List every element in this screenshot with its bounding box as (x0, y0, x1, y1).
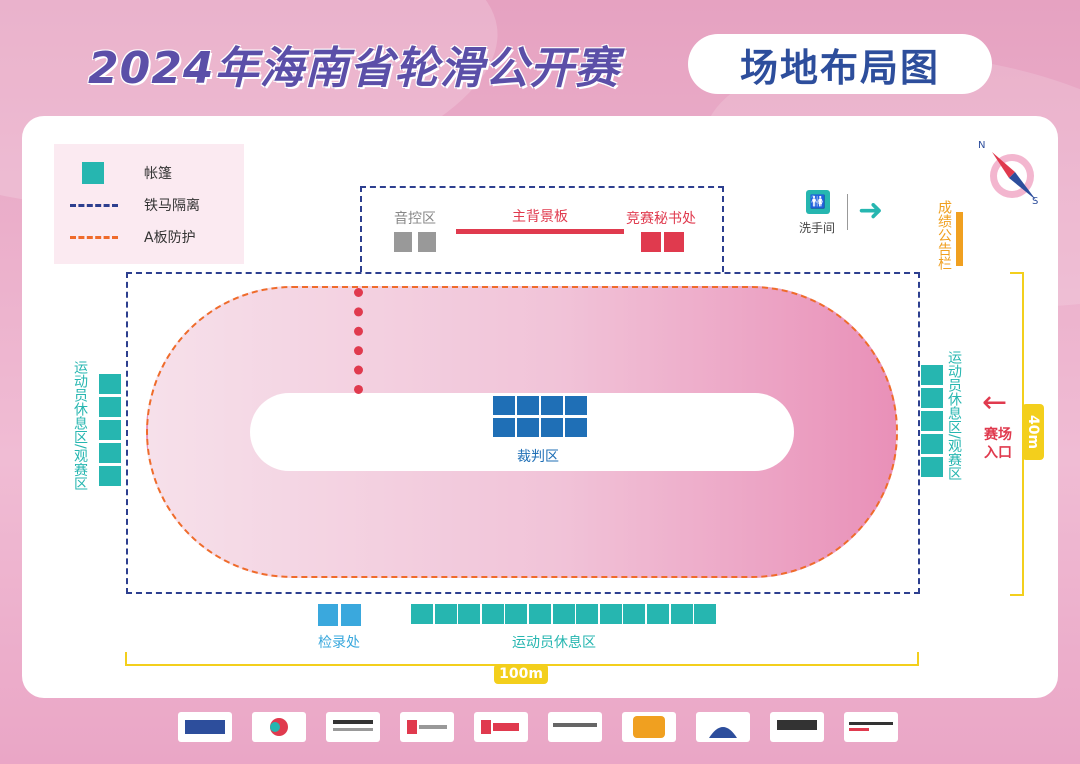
divider (847, 194, 848, 230)
sound-control-label: 音控区 (394, 211, 436, 227)
tent (434, 604, 457, 624)
restroom-label: 洗手间 (799, 221, 836, 235)
judge-tent (493, 418, 515, 437)
secretariat-tent (641, 232, 661, 252)
legend-tent: 帐篷 (70, 162, 172, 184)
compass-icon: N S (978, 140, 1038, 204)
tent (670, 604, 693, 624)
judge-tent (493, 396, 515, 415)
tent (99, 397, 121, 417)
tent (921, 365, 943, 385)
judge-tent (517, 396, 539, 415)
legend-iron-fence: 铁马隔离 (70, 195, 200, 215)
start-finish-line (354, 288, 363, 394)
tent (623, 604, 646, 624)
sound-control-tent (394, 232, 412, 252)
arrow-left-icon: ← (982, 385, 1008, 420)
tent (411, 604, 433, 624)
secretariat-label: 竞赛秘书处 (626, 211, 696, 227)
sponsor-logo (844, 712, 898, 742)
score-board-label: 成绩公告栏 (936, 200, 952, 270)
venue-entrance-label: 赛场入口 (984, 427, 1012, 461)
main-backdrop (456, 229, 624, 234)
page-title: 2024年海南省轮滑公开赛 (88, 43, 620, 94)
judge-area-label: 裁判区 (517, 449, 559, 465)
tent (921, 411, 943, 431)
judge-tent (565, 396, 587, 415)
tent (552, 604, 575, 624)
track-fence (126, 272, 920, 594)
height-dimension-label: 40m (1022, 404, 1044, 460)
width-dimension-label: 100m (494, 664, 548, 684)
athlete-rest-label: 运动员休息区 (512, 635, 596, 651)
tent (647, 604, 669, 624)
fence-line-swatch (70, 203, 118, 207)
judge-tent (541, 418, 563, 437)
tent (694, 604, 717, 624)
check-in-tent (318, 604, 338, 626)
a-board-line-swatch (70, 235, 118, 239)
sponsor-logo (178, 712, 232, 742)
stage-area-fence (360, 186, 724, 272)
page-subtitle: 场地布局图 (688, 34, 992, 94)
athlete-rest-viewing-left-label: 运动员休息区/观赛区 (72, 360, 88, 491)
sponsor-logo (696, 712, 750, 742)
tent (99, 466, 121, 486)
tent (921, 388, 943, 408)
tent (99, 443, 121, 463)
tent (458, 604, 481, 624)
athlete-rest-viewing-right-label: 运动员休息区/观赛区 (946, 350, 962, 481)
restroom-icon: 🚻 (806, 190, 830, 214)
legend-a-board-label: A板防护 (144, 230, 196, 246)
sponsor-logo (474, 712, 528, 742)
tent (576, 604, 599, 624)
sponsor-logo (548, 712, 602, 742)
score-board (956, 212, 963, 266)
sponsor-logo (400, 712, 454, 742)
tent (505, 604, 528, 624)
legend-fence-label: 铁马隔离 (144, 198, 200, 214)
judge-tent (517, 418, 539, 437)
sponsor-logo (622, 712, 676, 742)
tent (481, 604, 504, 624)
tent (529, 604, 551, 624)
main-backdrop-label: 主背景板 (512, 209, 568, 225)
sponsor-logos (178, 712, 898, 742)
legend-tent-label: 帐篷 (144, 166, 172, 182)
tent-swatch (82, 162, 104, 184)
sponsor-logo (252, 712, 306, 742)
check-in-label: 检录处 (318, 635, 360, 651)
compass-south: S (1032, 196, 1038, 204)
tent (599, 604, 622, 624)
judge-tent (565, 418, 587, 437)
compass-north: N (978, 140, 985, 151)
legend-a-board: A板防护 (70, 227, 196, 247)
secretariat-tent (664, 232, 684, 252)
tent (99, 420, 121, 440)
tent (921, 457, 943, 477)
arrow-right-icon: ➜ (858, 193, 884, 228)
sponsor-logo (770, 712, 824, 742)
tent (99, 374, 121, 394)
tent (921, 434, 943, 454)
check-in-tent (341, 604, 361, 626)
sponsor-logo (326, 712, 380, 742)
judge-tent (541, 396, 563, 415)
sound-control-tent (418, 232, 436, 252)
